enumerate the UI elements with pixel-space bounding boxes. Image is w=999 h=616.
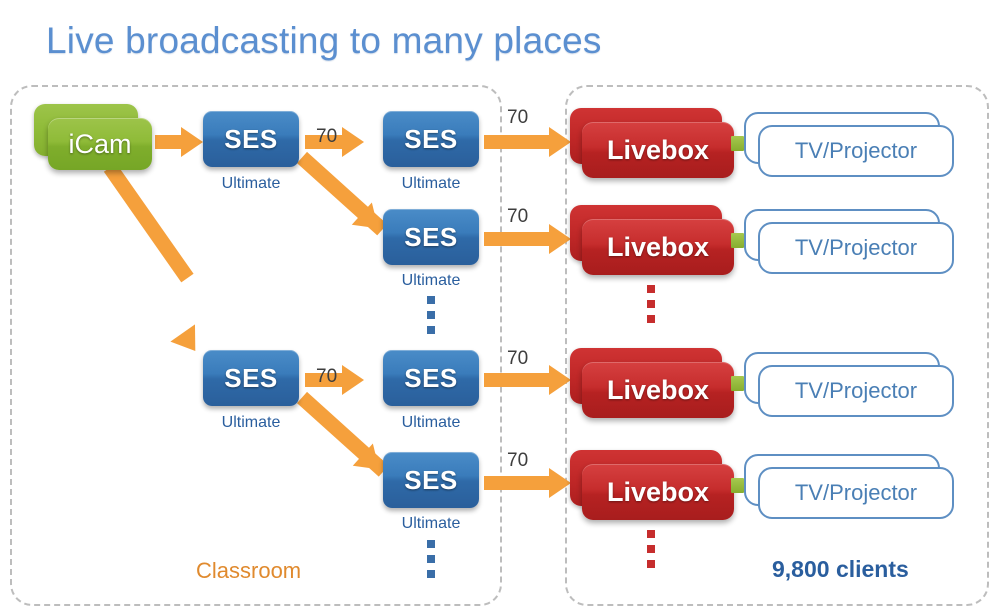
panel-classroom: [10, 85, 502, 606]
ellipsis-livebox-bottom: [647, 530, 655, 568]
link-label-ses4-ses5: 70: [316, 366, 338, 387]
arrow-ses3-to-livebox2: [484, 232, 559, 246]
link-label-ses2-livebox1: 70: [507, 107, 529, 128]
ellipsis-ses-col2-top: [427, 296, 435, 334]
node-ses-1[interactable]: SES: [203, 111, 299, 167]
livebox-3-label: Livebox: [582, 362, 734, 418]
arrow-ses2-to-livebox1: [484, 135, 559, 149]
display-4-label: TV/Projector: [758, 467, 954, 519]
arrow-icam-to-ses1: [155, 135, 183, 149]
node-ses-2-sublabel: Ultimate: [401, 175, 461, 192]
arrow-icam-to-ses1-head: [181, 127, 203, 157]
connector-livebox3-display3: [731, 376, 744, 391]
node-ses-5[interactable]: SES: [383, 350, 479, 406]
arrow-ses2-to-livebox1-head: [549, 127, 571, 157]
node-ses-2[interactable]: SES: [383, 111, 479, 167]
livebox-2-label: Livebox: [582, 219, 734, 275]
arrow-ses1-to-ses2-head: [342, 127, 364, 157]
node-ses-3-sublabel: Ultimate: [401, 272, 461, 289]
link-label-ses1-ses2: 70: [316, 126, 338, 147]
arrow-ses5-to-livebox3-head: [549, 365, 571, 395]
icam-label: iCam: [48, 118, 152, 170]
livebox-1-label: Livebox: [582, 122, 734, 178]
caption-classroom: Classroom: [196, 558, 302, 583]
ellipsis-ses-col2-bottom: [427, 540, 435, 578]
arrow-ses1-to-ses2: [305, 135, 345, 149]
display-2-label: TV/Projector: [758, 222, 954, 274]
node-ses-3[interactable]: SES: [383, 209, 479, 265]
page-title: Live broadcasting to many places: [46, 20, 602, 61]
node-ses-4[interactable]: SES: [203, 350, 299, 406]
display-3-label: TV/Projector: [758, 365, 954, 417]
link-label-ses6-livebox4: 70: [507, 450, 529, 471]
node-ses-5-sublabel: Ultimate: [401, 414, 461, 431]
node-ses-6-sublabel: Ultimate: [401, 515, 461, 532]
arrow-ses3-to-livebox2-head: [549, 224, 571, 254]
link-label-ses5-livebox3: 70: [507, 348, 529, 369]
caption-clients: 9,800 clients: [772, 556, 909, 582]
arrow-ses6-to-livebox4: [484, 476, 559, 490]
arrow-ses6-to-livebox4-head: [549, 468, 571, 498]
arrow-ses4-to-ses5-head: [342, 365, 364, 395]
arrow-ses4-to-ses5: [305, 373, 345, 387]
display-1-label: TV/Projector: [758, 125, 954, 177]
node-ses-1-sublabel: Ultimate: [221, 175, 281, 192]
connector-livebox1-display1: [731, 136, 744, 151]
ellipsis-livebox-top: [647, 285, 655, 323]
connector-livebox4-display4: [731, 478, 744, 493]
livebox-4-label: Livebox: [582, 464, 734, 520]
panel-clients: [565, 85, 989, 606]
arrow-ses5-to-livebox3: [484, 373, 559, 387]
node-ses-6[interactable]: SES: [383, 452, 479, 508]
node-ses-4-sublabel: Ultimate: [221, 414, 281, 431]
link-label-ses3-livebox2: 70: [507, 206, 529, 227]
connector-livebox2-display2: [731, 233, 744, 248]
